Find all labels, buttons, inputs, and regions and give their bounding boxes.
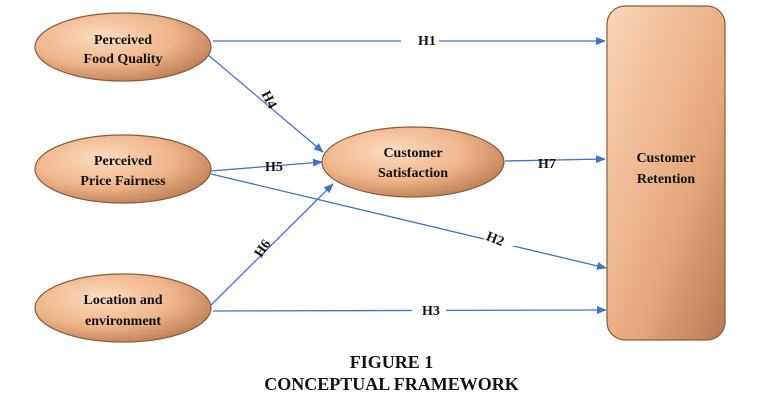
- arrows: [206, 37, 607, 315]
- food-quality-line-2: Food Quality: [84, 52, 163, 67]
- retention-line-1: Customer: [636, 151, 695, 166]
- node-price-fairness: Perceived Price Fairness: [34, 134, 212, 204]
- label-h4: H4: [258, 89, 280, 112]
- label-h1: H1: [418, 34, 436, 49]
- label-h5: H5: [265, 160, 283, 175]
- satisfaction-line-2: Satisfaction: [378, 166, 448, 181]
- node-customer-retention: Customer Retention: [606, 5, 726, 341]
- figure-number: FIGURE 1: [349, 352, 434, 372]
- price-fairness-line-1: Perceived: [94, 154, 152, 169]
- label-h7: H7: [538, 157, 556, 172]
- arrow-h2: [210, 173, 607, 270]
- node-location-environment: Location and environment: [34, 273, 212, 343]
- location-line-2: environment: [85, 314, 161, 329]
- satisfaction-line-1: Customer: [383, 146, 442, 161]
- price-fairness-line-2: Price Fairness: [80, 174, 166, 189]
- arrow-h5: [210, 158, 323, 172]
- node-customer-satisfaction: Customer Satisfaction: [321, 126, 505, 198]
- label-h6: H6: [252, 237, 274, 260]
- hypothesis-labels: H1 H4 H5 H2 H6 H7 H3: [252, 31, 556, 319]
- food-quality-line-1: Perceived: [94, 33, 152, 48]
- retention-line-2: Retention: [637, 172, 696, 187]
- node-food-quality: Perceived Food Quality: [34, 12, 212, 82]
- arrow-h7: [504, 155, 606, 164]
- figure-title: CONCEPTUAL FRAMEWORK: [264, 374, 519, 394]
- arrow-h4: [206, 53, 324, 153]
- location-line-1: Location and: [84, 293, 163, 308]
- arrow-h6: [210, 183, 334, 306]
- label-h2: H2: [484, 229, 506, 250]
- arrow-h3: [212, 306, 607, 315]
- label-h3: H3: [422, 304, 440, 319]
